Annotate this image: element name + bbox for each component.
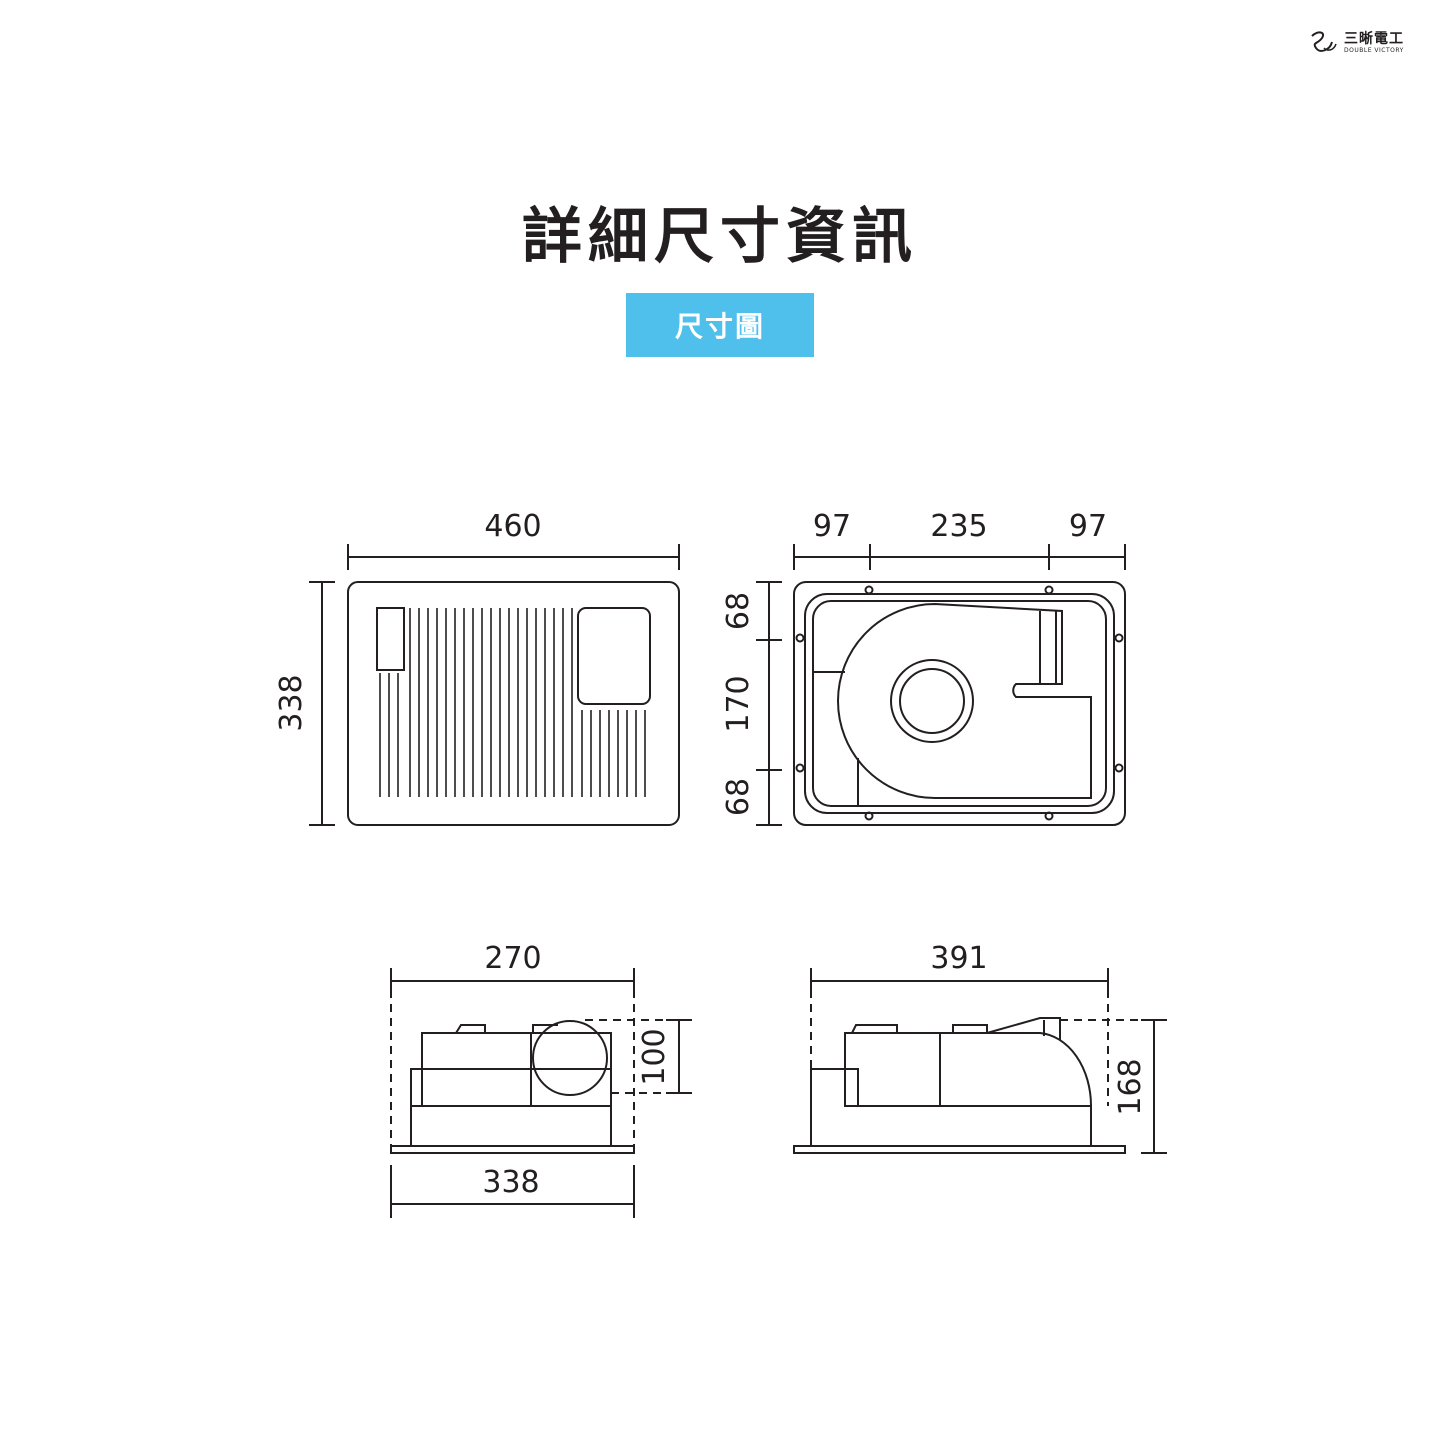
swirl-logo-icon — [1311, 31, 1337, 52]
dim-side-body-width: 270 — [484, 941, 541, 976]
dim-back-bottom: 68 — [721, 778, 756, 816]
dim-side2-height: 168 — [1113, 1058, 1148, 1115]
dim-side-panel-width: 338 — [482, 1165, 539, 1200]
dim-back-middle-v: 170 — [721, 675, 756, 732]
dim-back-right: 97 — [1069, 509, 1107, 544]
brand-logo: 三晰電工 DOUBLE VICTORY — [1306, 26, 1416, 60]
dim-front-height: 338 — [274, 674, 309, 731]
side-view-b — [793, 968, 1167, 1154]
section-tag: 尺寸圖 — [626, 293, 814, 357]
dim-back-middle: 235 — [930, 509, 987, 544]
front-grille — [379, 608, 646, 797]
side-view-a — [390, 968, 692, 1218]
dim-side-duct: 100 — [637, 1028, 672, 1085]
dim-back-left: 97 — [813, 509, 851, 544]
dim-back-top: 68 — [721, 592, 756, 630]
front-view — [309, 544, 680, 826]
back-view — [756, 544, 1126, 826]
brand-name: 三晰電工 — [1344, 31, 1404, 47]
page-title: 詳細尺寸資訊 — [522, 202, 918, 272]
dim-front-width: 460 — [484, 509, 541, 544]
dim-side2-width: 391 — [930, 941, 987, 976]
brand-subtitle: DOUBLE VICTORY — [1344, 47, 1404, 54]
